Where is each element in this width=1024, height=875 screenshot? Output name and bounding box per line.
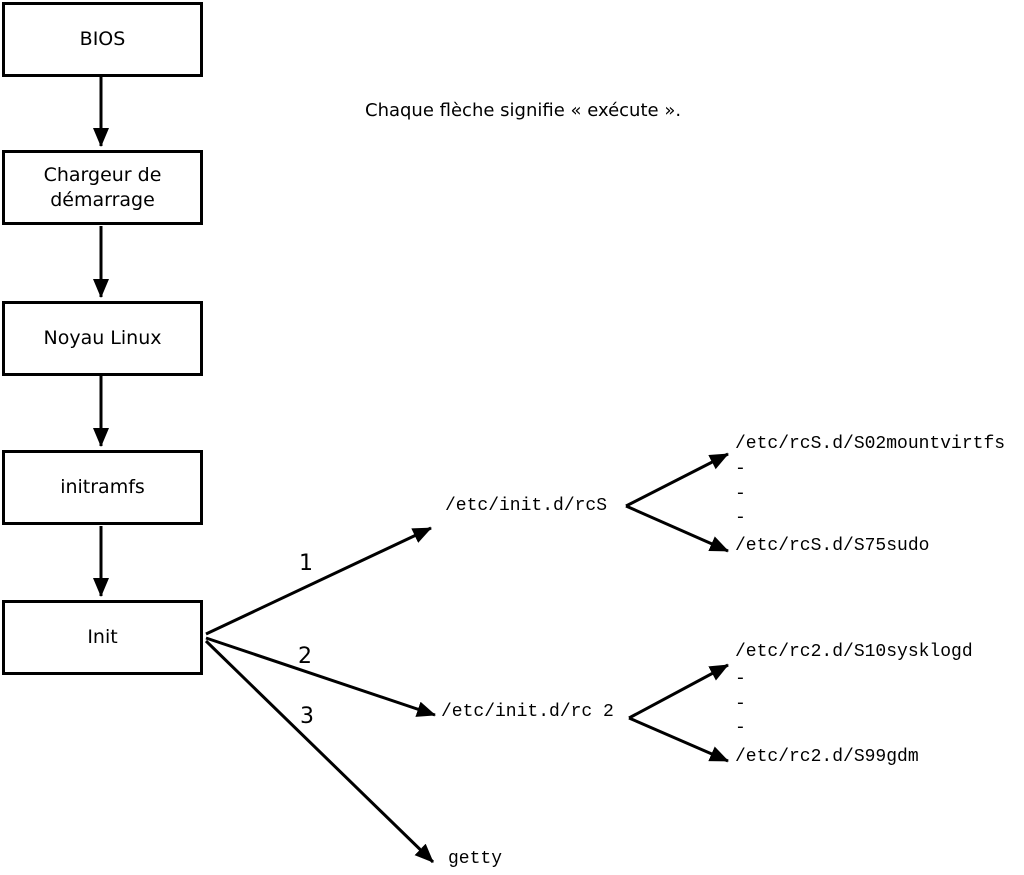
node-initramfs-label: initramfs bbox=[60, 476, 145, 499]
node-initramfs: initramfs bbox=[2, 450, 203, 525]
legend-note: Chaque flèche signifie « exécute ». bbox=[365, 100, 682, 121]
rc2-ellipsis-dash: - bbox=[735, 718, 746, 738]
rc2-script-last: /etc/rc2.d/S99gdm bbox=[735, 747, 919, 767]
node-init-label: Init bbox=[87, 626, 118, 649]
node-bootloader: Chargeur de démarrage bbox=[2, 150, 203, 225]
arrow-rc2-to-last-script-icon bbox=[628, 716, 729, 763]
node-bios-label: BIOS bbox=[79, 28, 126, 51]
arrow-init-to-rc2-icon bbox=[205, 636, 436, 717]
rc2-script-first: /etc/rc2.d/S10sysklogd bbox=[735, 642, 973, 662]
fan-label-3: 3 bbox=[300, 704, 314, 729]
rcS-script-last: /etc/rcS.d/S75sudo bbox=[735, 536, 930, 556]
arrow-rc2-to-first-script-icon bbox=[628, 663, 729, 720]
arrow-init-to-getty-icon bbox=[204, 639, 435, 864]
node-kernel: Noyau Linux bbox=[2, 301, 203, 376]
node-rcS: /etc/init.d/rcS bbox=[445, 496, 608, 516]
rcS-ellipsis-dash: - bbox=[735, 508, 746, 528]
node-kernel-label: Noyau Linux bbox=[43, 327, 162, 350]
rcS-script-first: /etc/rcS.d/S02mountvirtfs bbox=[735, 434, 1006, 454]
node-bios: BIOS bbox=[2, 2, 203, 77]
rc2-ellipsis-dash: - bbox=[735, 669, 746, 689]
rcS-ellipsis-dash: - bbox=[735, 484, 746, 504]
node-rc2: /etc/init.d/rc 2 bbox=[441, 702, 614, 722]
arrow-rcS-to-last-script-icon bbox=[625, 504, 729, 553]
rcS-ellipsis-dash: - bbox=[735, 459, 746, 479]
node-getty: getty bbox=[448, 849, 503, 869]
arrow-init-to-rcS-icon bbox=[205, 526, 432, 636]
arrow-rcS-to-first-script-icon bbox=[625, 452, 729, 508]
rc2-ellipsis-dash: - bbox=[735, 694, 746, 714]
node-bootloader-label: Chargeur de démarrage bbox=[43, 163, 162, 211]
node-init: Init bbox=[2, 600, 203, 675]
fan-label-2: 2 bbox=[298, 644, 312, 669]
fan-label-1: 1 bbox=[299, 551, 313, 576]
